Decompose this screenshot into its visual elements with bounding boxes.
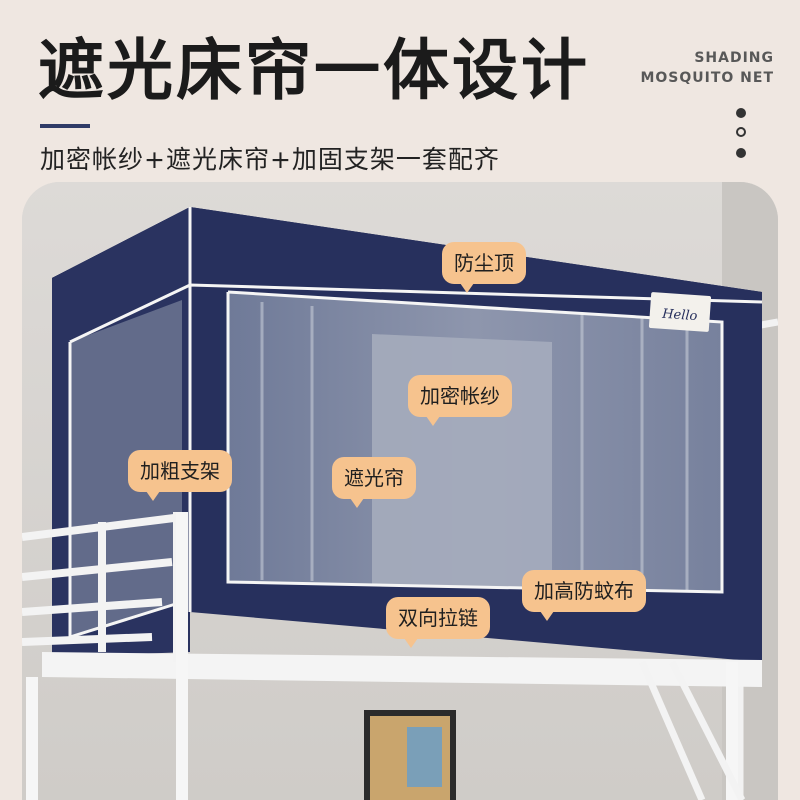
callout-dust-top: 防尘顶: [442, 242, 526, 293]
brand-line-2: MOSQUITO NET: [640, 70, 774, 86]
brand-line-1: SHADING: [694, 50, 774, 66]
hello-tag: [648, 292, 712, 332]
callout-thick-frame: 加粗支架: [128, 450, 232, 501]
carousel-dot-2[interactable]: [736, 127, 746, 137]
carousel-dot-1[interactable]: [736, 108, 746, 118]
page-title: 遮光床帘一体设计: [38, 32, 590, 109]
callout-raised-skirt: 加高防蚊布: [522, 570, 646, 621]
callout-dense-mesh: 加密帐纱: [408, 375, 512, 426]
page-subtitle: 加密帐纱+遮光床帘+加固支架一套配齐: [40, 145, 500, 174]
carousel-dot-3[interactable]: [736, 148, 746, 158]
title-underline: [40, 124, 90, 128]
callout-blackout-curtain: 遮光帘: [332, 457, 416, 508]
hello-tag-text: Hello: [661, 307, 698, 324]
ladder: [638, 660, 746, 800]
brand-label: SHADING MOSQUITO NET: [640, 48, 774, 88]
callout-double-zipper: 双向拉链: [386, 597, 490, 648]
